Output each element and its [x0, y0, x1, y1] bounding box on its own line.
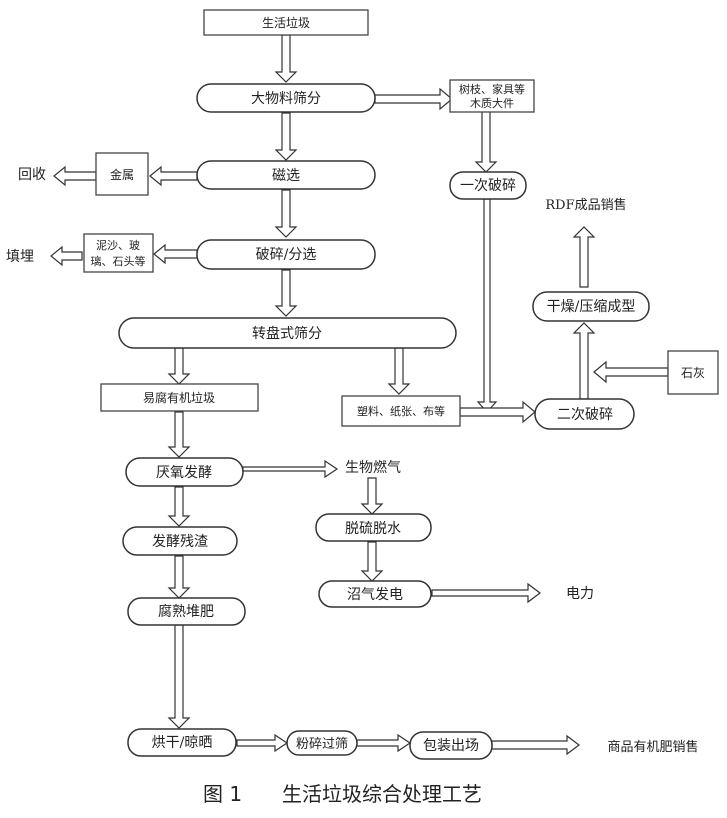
label-decomposed-compost: 腐熟堆肥	[158, 603, 214, 620]
arrow-screening-to-wood	[374, 87, 453, 111]
label-packaging-shipment: 包装出场	[423, 738, 479, 754]
pill-rotary-screening	[118, 317, 457, 349]
arrow-mud-to-landfill	[50, 245, 83, 267]
arrow-metal-to-recycle	[53, 165, 97, 187]
label-drying-compression: 干燥/压缩成型	[547, 299, 636, 315]
label-biogas: 生物燃气	[345, 459, 401, 476]
box-perishable-organic	[100, 383, 259, 412]
label-crushing-sorting: 破碎/分选	[256, 247, 317, 263]
process-pills	[118, 83, 650, 760]
box-household-waste	[203, 9, 369, 36]
caption-title: 生活垃圾综合处理工艺	[282, 782, 482, 806]
label-fermentation-residue: 发酵残渣	[152, 534, 208, 550]
arrow-crushing-to-mud	[153, 243, 198, 265]
arrow-grinding-to-packaging	[356, 733, 412, 753]
arrow-biogas-to-desulfurization	[360, 477, 384, 515]
process-labels: 生活垃圾 大物料筛分 树枝、家具等 木质大件 一次破碎 金属 磁选 回收 RDF…	[6, 15, 705, 755]
pill-secondary-crushing	[534, 398, 635, 430]
arrow-waste-to-screening	[274, 34, 298, 83]
arrow-compost-to-drying	[167, 624, 191, 729]
arrow-primary-to-secondary-crushing	[476, 198, 498, 413]
box-plastic-paper-cloth	[341, 395, 461, 427]
flow-arrows	[50, 34, 669, 756]
pill-crushing-sorting	[196, 239, 376, 270]
arrow-fermentation-to-residue	[167, 486, 191, 527]
arrow-magnetic-to-crushing	[274, 189, 298, 238]
box-metal	[95, 152, 149, 196]
label-wooden-items-line2: 木质大件	[470, 96, 514, 110]
figure-caption: 图 1 生活垃圾综合处理工艺	[203, 782, 482, 806]
label-secondary-crushing: 二次破碎	[557, 407, 613, 423]
label-landfill: 填埋	[6, 249, 34, 265]
arrow-secondary-to-drying-compression	[572, 322, 596, 400]
arrow-packaging-to-fertilizer-sales	[491, 734, 580, 756]
pill-fermentation-residue	[122, 526, 238, 556]
arrow-drying-to-grinding	[236, 733, 289, 753]
box-mud-sand-glass	[83, 233, 154, 273]
arrow-power-to-electricity	[431, 582, 541, 604]
arrow-residue-to-compost	[167, 555, 191, 599]
arrow-plastic-to-secondary-crushing	[459, 400, 536, 424]
pill-primary-crushing	[449, 171, 527, 200]
pill-anaerobic-fermentation	[125, 457, 244, 487]
label-rotary-screening: 转盘式筛分	[252, 325, 322, 342]
pill-packaging-shipment	[409, 731, 493, 760]
arrow-fermentation-to-biogas	[242, 459, 339, 479]
label-bulk-screening: 大物料筛分	[251, 91, 321, 107]
label-wooden-items-line1: 树枝、家具等	[459, 82, 525, 96]
arrow-drying-compression-to-rdf	[572, 226, 596, 288]
box-wooden-items	[449, 79, 535, 113]
pill-decomposed-compost	[127, 597, 246, 626]
label-plastic-paper-cloth: 塑料、纸张、布等	[357, 404, 445, 418]
label-household-waste: 生活垃圾	[262, 15, 310, 30]
label-desulfurization-dehydration: 脱硫脱水	[345, 521, 401, 537]
pill-desulfurization-dehydration	[315, 513, 432, 542]
arrow-magnetic-to-metal	[149, 165, 198, 187]
arrow-rotary-to-plastic	[387, 347, 411, 395]
label-organic-fertilizer-sales: 商品有机肥销售	[607, 739, 698, 755]
label-biogas-power: 沼气发电	[347, 587, 403, 603]
arrow-crushing-to-rotary	[274, 269, 298, 317]
arrow-rotary-to-perishable	[167, 347, 191, 385]
label-electricity: 电力	[566, 586, 594, 602]
arrow-screening-to-magnetic	[274, 112, 298, 161]
label-grinding-sieving: 粉碎过筛	[296, 737, 348, 752]
label-lime: 石灰	[681, 366, 705, 380]
arrow-wood-to-primary-crushing	[474, 110, 498, 173]
label-mud-sand-glass-line1: 泥沙、玻	[96, 239, 140, 252]
pill-drying-compression	[532, 291, 650, 322]
label-rdf-sales: RDF成品销售	[545, 197, 626, 213]
pill-biogas-power	[318, 580, 432, 608]
label-magnetic-separation: 磁选	[272, 168, 300, 184]
label-anaerobic-fermentation: 厌氧发酵	[156, 465, 212, 481]
label-perishable-organic: 易腐有机垃圾	[143, 390, 215, 405]
process-boxes	[83, 9, 719, 427]
label-recycle: 回收	[18, 167, 46, 183]
pill-magnetic-separation	[196, 160, 376, 190]
arrow-lime-to-secondary-crushing	[593, 360, 669, 384]
arrow-desulfurization-to-power	[360, 541, 384, 582]
pill-bulk-screening	[196, 83, 376, 113]
label-primary-crushing: 一次破碎	[460, 178, 516, 194]
pill-drying-airing	[127, 728, 237, 757]
box-lime	[667, 350, 719, 395]
label-mud-sand-glass-line2: 璃、石头等	[91, 254, 146, 268]
label-drying-airing: 烘干/晾晒	[152, 735, 213, 751]
caption-figure-number: 图 1	[203, 782, 242, 806]
pill-grinding-sieving	[286, 730, 358, 756]
arrow-perishable-to-fermentation	[167, 411, 191, 458]
label-metal: 金属	[110, 167, 134, 182]
